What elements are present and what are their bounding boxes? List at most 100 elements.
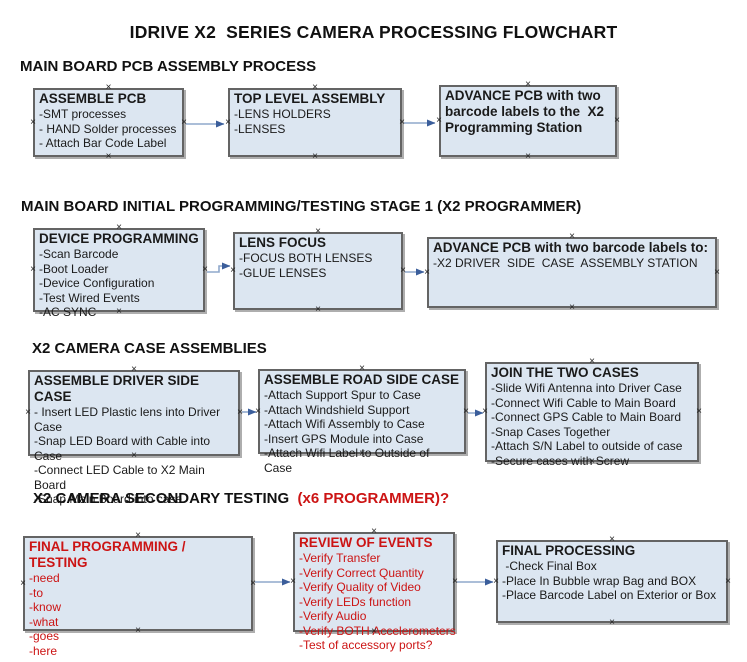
anchor-handle-icon: × (569, 302, 575, 313)
flow-box-assemble-driver-side-case: × × × × ASSEMBLE DRIVER SIDE CASE - Inse… (25, 365, 243, 507)
flow-box-lens-focus: × × × × LENS FOCUS -FOCUS BOTH LENSES -G… (230, 227, 406, 315)
anchor-handle-icon: × (20, 577, 26, 589)
box-line: -Attach Wifi Label to Outside of Case (264, 446, 433, 475)
anchor-handle-icon: × (105, 151, 112, 162)
flow-box-assemble-road-side-case: × × × × ASSEMBLE ROAD SIDE CASE -Attach … (255, 364, 469, 475)
box-line: -Connect GPS Cable to Main Board (491, 410, 682, 424)
box-line: -goes (29, 629, 60, 643)
box-title: LENS FOCUS (239, 235, 327, 250)
box-line: -Check Final Box (502, 559, 597, 573)
anchor-handle-icon: × (290, 576, 296, 587)
page-title: IDRIVE X2 SERIES CAMERA PROCESSING FLOWC… (129, 22, 618, 42)
anchor-handle-icon: × (399, 116, 405, 128)
anchor-handle-icon: × (463, 405, 469, 417)
anchor-handle-icon: × (25, 407, 31, 418)
box-line: -to (29, 585, 44, 600)
box-line: - Insert LED Plastic lens into Driver Ca… (34, 405, 224, 434)
box-line: -Verify Transfer (299, 551, 381, 565)
flow-box-top-level-assembly: × × × × TOP LEVEL ASSEMBLY -LENS HOLDERS… (225, 83, 405, 162)
section-header-black-part: X2 CAMERA SECONDARY TESTING (33, 490, 294, 507)
box-line: -Snap LED Board with Cable into Case (34, 434, 214, 463)
section-header-case-assemblies: X2 CAMERA CASE ASSEMBLIES (32, 340, 267, 357)
section-header-pcb-assembly: MAIN BOARD PCB ASSEMBLY PROCESS (20, 58, 317, 75)
box-line: -Scan Barcode (39, 247, 119, 261)
box-line: -Slide Wifi Antenna into Driver Case (491, 381, 682, 395)
anchor-handle-icon: × (312, 151, 318, 162)
box-line: -X2 DRIVER SIDE CASE ASSEMBLY STATION (433, 256, 698, 270)
box-title: JOIN THE TWO CASES (491, 365, 639, 380)
box-line: -GLUE LENSES (239, 265, 327, 280)
anchor-handle-icon: × (250, 577, 256, 589)
box-line: -Attach Wifi Assembly to Case (264, 417, 425, 431)
box-line: - HAND Solder processes (39, 121, 177, 136)
flow-box-advance-pcb-driver-side: × × × × ADVANCE PCB with two barcode lab… (424, 232, 720, 313)
box-line: -Device Configuration (39, 276, 155, 290)
section-header-initial-programming: MAIN BOARD INITIAL PROGRAMMING/TESTING S… (21, 198, 582, 215)
box-line: -FOCUS BOTH LENSES (239, 251, 373, 265)
flow-box-final-processing: × × × × FINAL PROCESSING -Check Final Bo… (493, 535, 731, 628)
box-line: -AC SYNC (39, 305, 97, 319)
anchor-handle-icon: × (237, 407, 243, 418)
box-title: FINAL PROGRAMMING / TESTING (29, 539, 190, 570)
anchor-handle-icon: × (30, 264, 36, 275)
anchor-handle-icon: × (202, 264, 208, 275)
box-line: -Snap Cases Together (491, 424, 611, 439)
anchor-handle-icon: × (725, 575, 731, 587)
box-line: -Insert GPS Module into Case (264, 431, 424, 446)
anchor-handle-icon: × (30, 116, 36, 128)
box-line: -Place Barcode Label on Exterior or Box (502, 588, 717, 602)
anchor-handle-icon: × (696, 406, 702, 417)
box-line: -LENSES (234, 121, 286, 136)
box-title: REVIEW OF EVENTS (299, 535, 433, 550)
box-title: FINAL PROCESSING (502, 543, 636, 558)
box-line: -SMT processes (39, 107, 127, 121)
anchor-handle-icon: × (714, 266, 720, 278)
connector-arrow (205, 262, 231, 273)
box-title: ASSEMBLE PCB (39, 91, 147, 106)
flow-box-final-programming-testing: × × × × FINAL PROGRAMMING / TESTING -nee… (20, 531, 256, 658)
box-line: -Attach Windshield Support (264, 402, 410, 417)
box-line: -Secure cases with Screw (491, 453, 630, 468)
box-line: -here (29, 643, 58, 658)
box-title: ASSEMBLE ROAD SIDE CASE (264, 372, 460, 387)
anchor-handle-icon: × (315, 304, 321, 315)
anchor-handle-icon: × (609, 617, 615, 628)
box-line: -LENS HOLDERS (234, 107, 331, 121)
anchor-handle-icon: × (525, 151, 531, 162)
flow-box-join-the-two-cases: × × × × JOIN THE TWO CASES -Slide Wifi A… (482, 357, 702, 468)
box-line: -Verify Quality of Video (299, 580, 421, 594)
anchor-handle-icon: × (225, 116, 231, 128)
box-line: -need (29, 571, 60, 585)
box-title: ADVANCE PCB with two barcode labels to t… (445, 88, 608, 135)
anchor-handle-icon: × (614, 115, 620, 126)
flow-box-advance-pcb-programming-station: × × × × ADVANCE PCB with two barcode lab… (436, 80, 620, 162)
anchor-handle-icon: × (493, 575, 499, 587)
box-line: -Test Wired Events (39, 290, 140, 305)
anchor-handle-icon: × (255, 405, 261, 417)
box-line: -know (29, 600, 62, 614)
box-title: ASSEMBLE DRIVER SIDE CASE (34, 373, 203, 404)
box-line: -Verify Correct Quantity (299, 565, 424, 580)
box-line: -Verify Audio (299, 609, 367, 623)
section-header-secondary-testing: X2 CAMERA SECONDARY TESTING (x6 PROGRAMM… (33, 490, 449, 507)
flow-box-assemble-pcb: × × × × ASSEMBLE PCB -SMT processes - HA… (30, 83, 187, 162)
anchor-handle-icon: × (230, 265, 236, 276)
box-line: -Attach Support Spur to Case (264, 388, 421, 402)
flow-box-device-programming: × × × × DEVICE PROGRAMMING -Scan Barcode… (30, 223, 208, 320)
box-line: -Connect LED Cable to X2 Main Board (34, 463, 209, 492)
anchor-handle-icon: × (181, 116, 187, 128)
box-title: ADVANCE PCB with two barcode labels to: (433, 240, 709, 255)
box-line: -Connect Wifi Cable to Main Board (491, 395, 676, 410)
section-header-red-part: (x6 PROGRAMMER)? (293, 490, 450, 507)
box-line: -Boot Loader (39, 261, 109, 276)
box-title: TOP LEVEL ASSEMBLY (234, 91, 386, 106)
box-line: -Attach S/N Label to outside of case (491, 439, 683, 453)
anchor-handle-icon: × (400, 265, 406, 276)
anchor-handle-icon: × (436, 115, 442, 126)
box-title: DEVICE PROGRAMMING (39, 231, 199, 246)
box-line: -Verify BOTH Accelerometers (299, 623, 456, 638)
anchor-handle-icon: × (482, 406, 488, 417)
box-line: -Snap Main Board into case (34, 492, 183, 506)
anchor-handle-icon: × (424, 266, 430, 278)
